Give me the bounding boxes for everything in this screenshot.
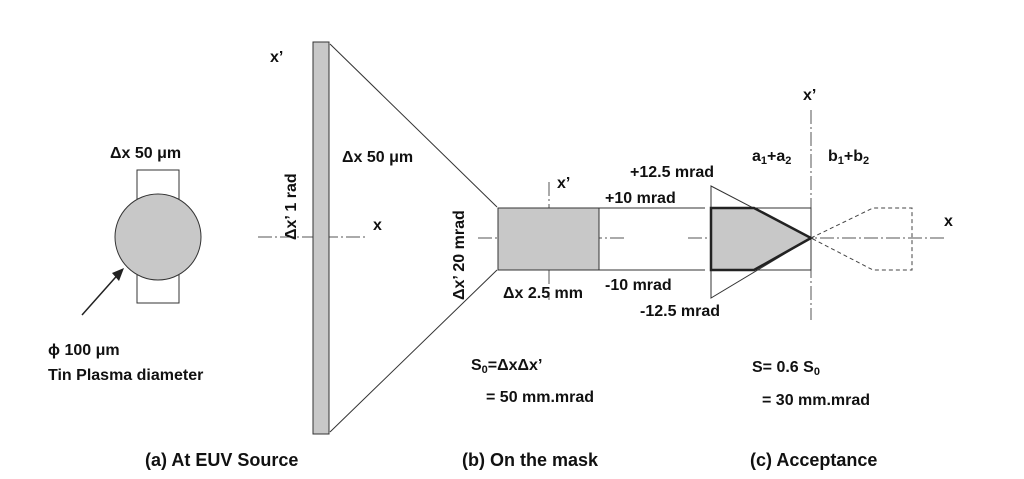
caption-c: (c) Acceptance <box>750 450 877 470</box>
caption-b: (b) On the mask <box>462 450 599 470</box>
plasma-label: Tin Plasma diameter <box>48 367 203 384</box>
acceptance-shaded-region <box>709 206 814 272</box>
source-angle-label: Δx’ 1 rad <box>283 173 300 240</box>
source-xprime-label: x’ <box>270 49 283 66</box>
mask-xprime-label: x’ <box>557 175 570 192</box>
acceptance-formula: S= 0.6 S0 <box>752 359 820 378</box>
source-bar-width-label: Δx 50 μm <box>342 149 413 166</box>
acceptance-x-label: x <box>944 213 953 230</box>
diverging-dashed-outline <box>810 207 913 271</box>
mask-width-label: Δx 2.5 mm <box>503 285 583 302</box>
acceptance-value: = 30 mm.mrad <box>762 392 870 409</box>
source-phase-bar <box>312 41 330 435</box>
mask-emittance-value: = 50 mm.mrad <box>486 389 594 406</box>
diameter-arrow <box>81 269 123 316</box>
acceptance-plus125-label: +12.5 mrad <box>630 164 714 181</box>
diameter-label: ϕ 100 μm <box>48 342 120 359</box>
projection-line-bottom <box>329 269 498 433</box>
mask-angle-label: Δx’ 20 mrad <box>451 210 468 300</box>
a-sum-label: a1+a2 <box>752 148 791 167</box>
acceptance-minus125-label: -12.5 mrad <box>640 303 720 320</box>
projection-line-top <box>329 43 498 208</box>
caption-a: (a) At EUV Source <box>145 450 298 470</box>
source-width-label: Δx 50 μm <box>110 145 181 162</box>
mask-emittance-formula: S0=ΔxΔx’ <box>471 357 542 376</box>
plasma-circle <box>114 193 202 281</box>
mask-minus10-label: -10 mrad <box>605 277 672 294</box>
source-x-label: x <box>373 217 382 234</box>
b-sum-label: b1+b2 <box>828 148 869 167</box>
mask-phase-rect <box>497 207 600 271</box>
mask-plus10-label: +10 mrad <box>605 190 676 207</box>
diameter-arrow-head <box>112 268 124 281</box>
acceptance-xprime-label: x’ <box>803 87 816 104</box>
